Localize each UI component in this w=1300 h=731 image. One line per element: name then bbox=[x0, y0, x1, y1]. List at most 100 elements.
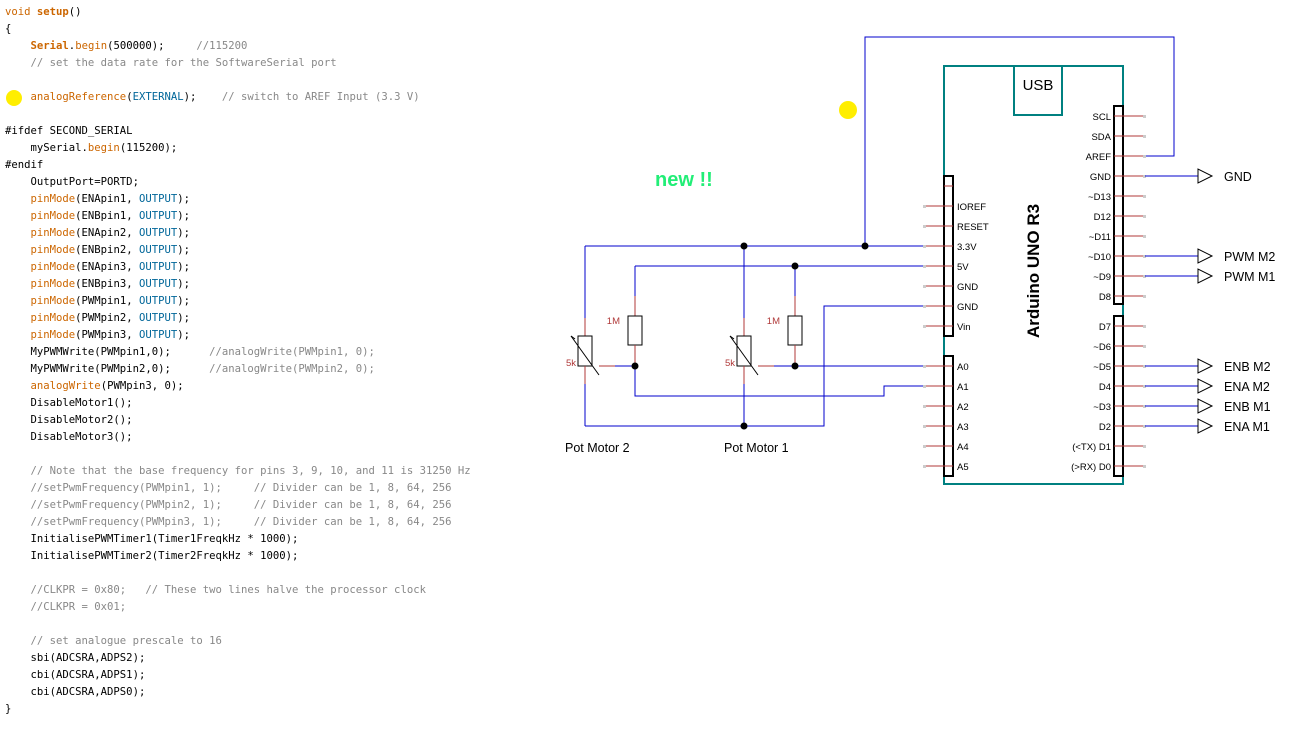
code-token: OUTPUT bbox=[138, 312, 178, 324]
pin-label: GND bbox=[957, 282, 978, 293]
code-token: ( bbox=[126, 91, 133, 103]
pin-end bbox=[1143, 175, 1146, 178]
code-token: InitialisePWMTimer2(Timer2FreqkHz * 1000… bbox=[30, 550, 299, 562]
net-label: ENA M1 bbox=[1224, 420, 1270, 434]
header-digital-low bbox=[1113, 315, 1124, 477]
code-token: void bbox=[5, 6, 37, 18]
code-line: pinMode(ENApin3, OUTPUT); bbox=[5, 259, 471, 276]
code-token: ); bbox=[177, 329, 190, 341]
board-title: Arduino UNO R3 bbox=[1024, 204, 1043, 338]
pin-end bbox=[1143, 465, 1146, 468]
code-token: . bbox=[68, 40, 76, 52]
code-line: DisableMotor2(); bbox=[5, 412, 471, 429]
highlight-marker-code bbox=[6, 90, 22, 106]
code-line: //setPwmFrequency(PWMpin2, 1); // Divide… bbox=[5, 497, 471, 514]
pin-label: A1 bbox=[957, 382, 969, 393]
junction-dot bbox=[791, 362, 799, 370]
pin-end bbox=[1143, 295, 1146, 298]
pin-label: 5V bbox=[957, 262, 969, 273]
code-line: cbi(ADCSRA,ADPS0); bbox=[5, 684, 471, 701]
code-token: ); bbox=[177, 278, 190, 290]
pin-label: ~D10 bbox=[1088, 252, 1111, 263]
resistor-value: 1M bbox=[607, 316, 620, 327]
pin-label: D12 bbox=[1094, 212, 1111, 223]
code-line: } bbox=[5, 701, 471, 718]
code-token: pinMode bbox=[30, 261, 76, 273]
code-token: (PWMpin1, bbox=[75, 295, 139, 307]
pin-label: AREF bbox=[1086, 152, 1112, 163]
code-line: pinMode(ENApin2, OUTPUT); bbox=[5, 225, 471, 242]
code-token: begin bbox=[75, 40, 108, 52]
code-line: Serial.begin(500000); //115200 bbox=[5, 38, 471, 55]
code-editor: void setup(){ Serial.begin(500000); //11… bbox=[5, 4, 471, 718]
code-line: sbi(ADCSRA,ADPS2); bbox=[5, 650, 471, 667]
pin-label: RESET bbox=[957, 222, 989, 233]
net-flag-icon bbox=[1197, 398, 1214, 414]
pin-label: GND bbox=[957, 302, 978, 313]
resistor bbox=[627, 315, 643, 346]
code-token: pinMode bbox=[30, 210, 76, 222]
code-token: (ENApin2, bbox=[75, 227, 139, 239]
code-token: ); bbox=[177, 210, 190, 222]
code-token: OUTPUT bbox=[138, 227, 178, 239]
pin-end bbox=[923, 225, 926, 228]
net-flag-icon bbox=[1197, 268, 1214, 284]
code-token: EXTERNAL bbox=[132, 91, 184, 103]
code-token: OUTPUT bbox=[138, 329, 178, 341]
pin-end bbox=[923, 445, 926, 448]
code-token: Serial bbox=[30, 40, 69, 52]
header-power bbox=[943, 175, 954, 337]
code-token: ); bbox=[177, 244, 190, 256]
code-line: pinMode(PWMpin2, OUTPUT); bbox=[5, 310, 471, 327]
code-token: InitialisePWMTimer1(Timer1FreqkHz * 1000… bbox=[30, 533, 299, 545]
pin-end bbox=[1143, 155, 1146, 158]
code-token: MyPWMWrite(PWMpin2,0); bbox=[30, 363, 210, 375]
code-token: OUTPUT bbox=[138, 193, 178, 205]
code-token: MyPWMWrite(PWMpin1,0); bbox=[30, 346, 210, 358]
code-token: pinMode bbox=[30, 295, 76, 307]
code-token: //CLKPR = 0x01; bbox=[30, 601, 127, 613]
pin-end bbox=[923, 405, 926, 408]
pin-end bbox=[1143, 445, 1146, 448]
code-token: ); bbox=[177, 312, 190, 324]
code-line: DisableMotor3(); bbox=[5, 429, 471, 446]
code-token: analogWrite bbox=[30, 380, 101, 392]
code-token: ); bbox=[177, 261, 190, 273]
code-token: // set analogue prescale to 16 bbox=[30, 635, 222, 647]
pin-label: ~D5 bbox=[1093, 362, 1111, 373]
code-line: pinMode(PWMpin3, OUTPUT); bbox=[5, 327, 471, 344]
code-line: pinMode(PWMpin1, OUTPUT); bbox=[5, 293, 471, 310]
pin-end bbox=[923, 465, 926, 468]
usb-connector bbox=[1013, 65, 1063, 116]
pin-end bbox=[1143, 275, 1146, 278]
code-line: analogReference(EXTERNAL); // switch to … bbox=[5, 89, 471, 106]
pin-end bbox=[1143, 235, 1146, 238]
code-token: pinMode bbox=[30, 193, 76, 205]
code-token: OUTPUT bbox=[138, 244, 178, 256]
code-token: (500000); bbox=[107, 40, 197, 52]
net-flag-icon bbox=[1197, 418, 1214, 434]
code-line: pinMode(ENBpin3, OUTPUT); bbox=[5, 276, 471, 293]
pot-wiper-arrow bbox=[570, 335, 576, 340]
pin-end bbox=[923, 325, 926, 328]
code-token: OUTPUT bbox=[138, 261, 178, 273]
pin-end bbox=[1143, 135, 1146, 138]
code-token: //analogWrite(PWMpin1, 0); bbox=[209, 346, 375, 358]
code-token: ); bbox=[183, 91, 222, 103]
net-label: GND bbox=[1224, 170, 1252, 184]
pin-end bbox=[923, 365, 926, 368]
resistor-value: 1M bbox=[767, 316, 780, 327]
arduino-pins: IOREFRESET3.3V5VGNDGNDVinA0A1A2A3A4A5SCL… bbox=[923, 112, 1146, 473]
pin-label: IOREF bbox=[957, 202, 986, 213]
code-token: mySerial. bbox=[30, 142, 88, 154]
pin-label: (<TX) D1 bbox=[1072, 442, 1111, 453]
code-token: DisableMotor1(); bbox=[30, 397, 133, 409]
pin-end bbox=[1143, 215, 1146, 218]
junction-dot bbox=[631, 362, 639, 370]
code-line: analogWrite(PWMpin3, 0); bbox=[5, 378, 471, 395]
pot-value: 5k bbox=[566, 358, 576, 369]
net-label: PWM M2 bbox=[1224, 250, 1275, 264]
code-token: OUTPUT bbox=[138, 295, 178, 307]
code-token: (ENBpin3, bbox=[75, 278, 139, 290]
